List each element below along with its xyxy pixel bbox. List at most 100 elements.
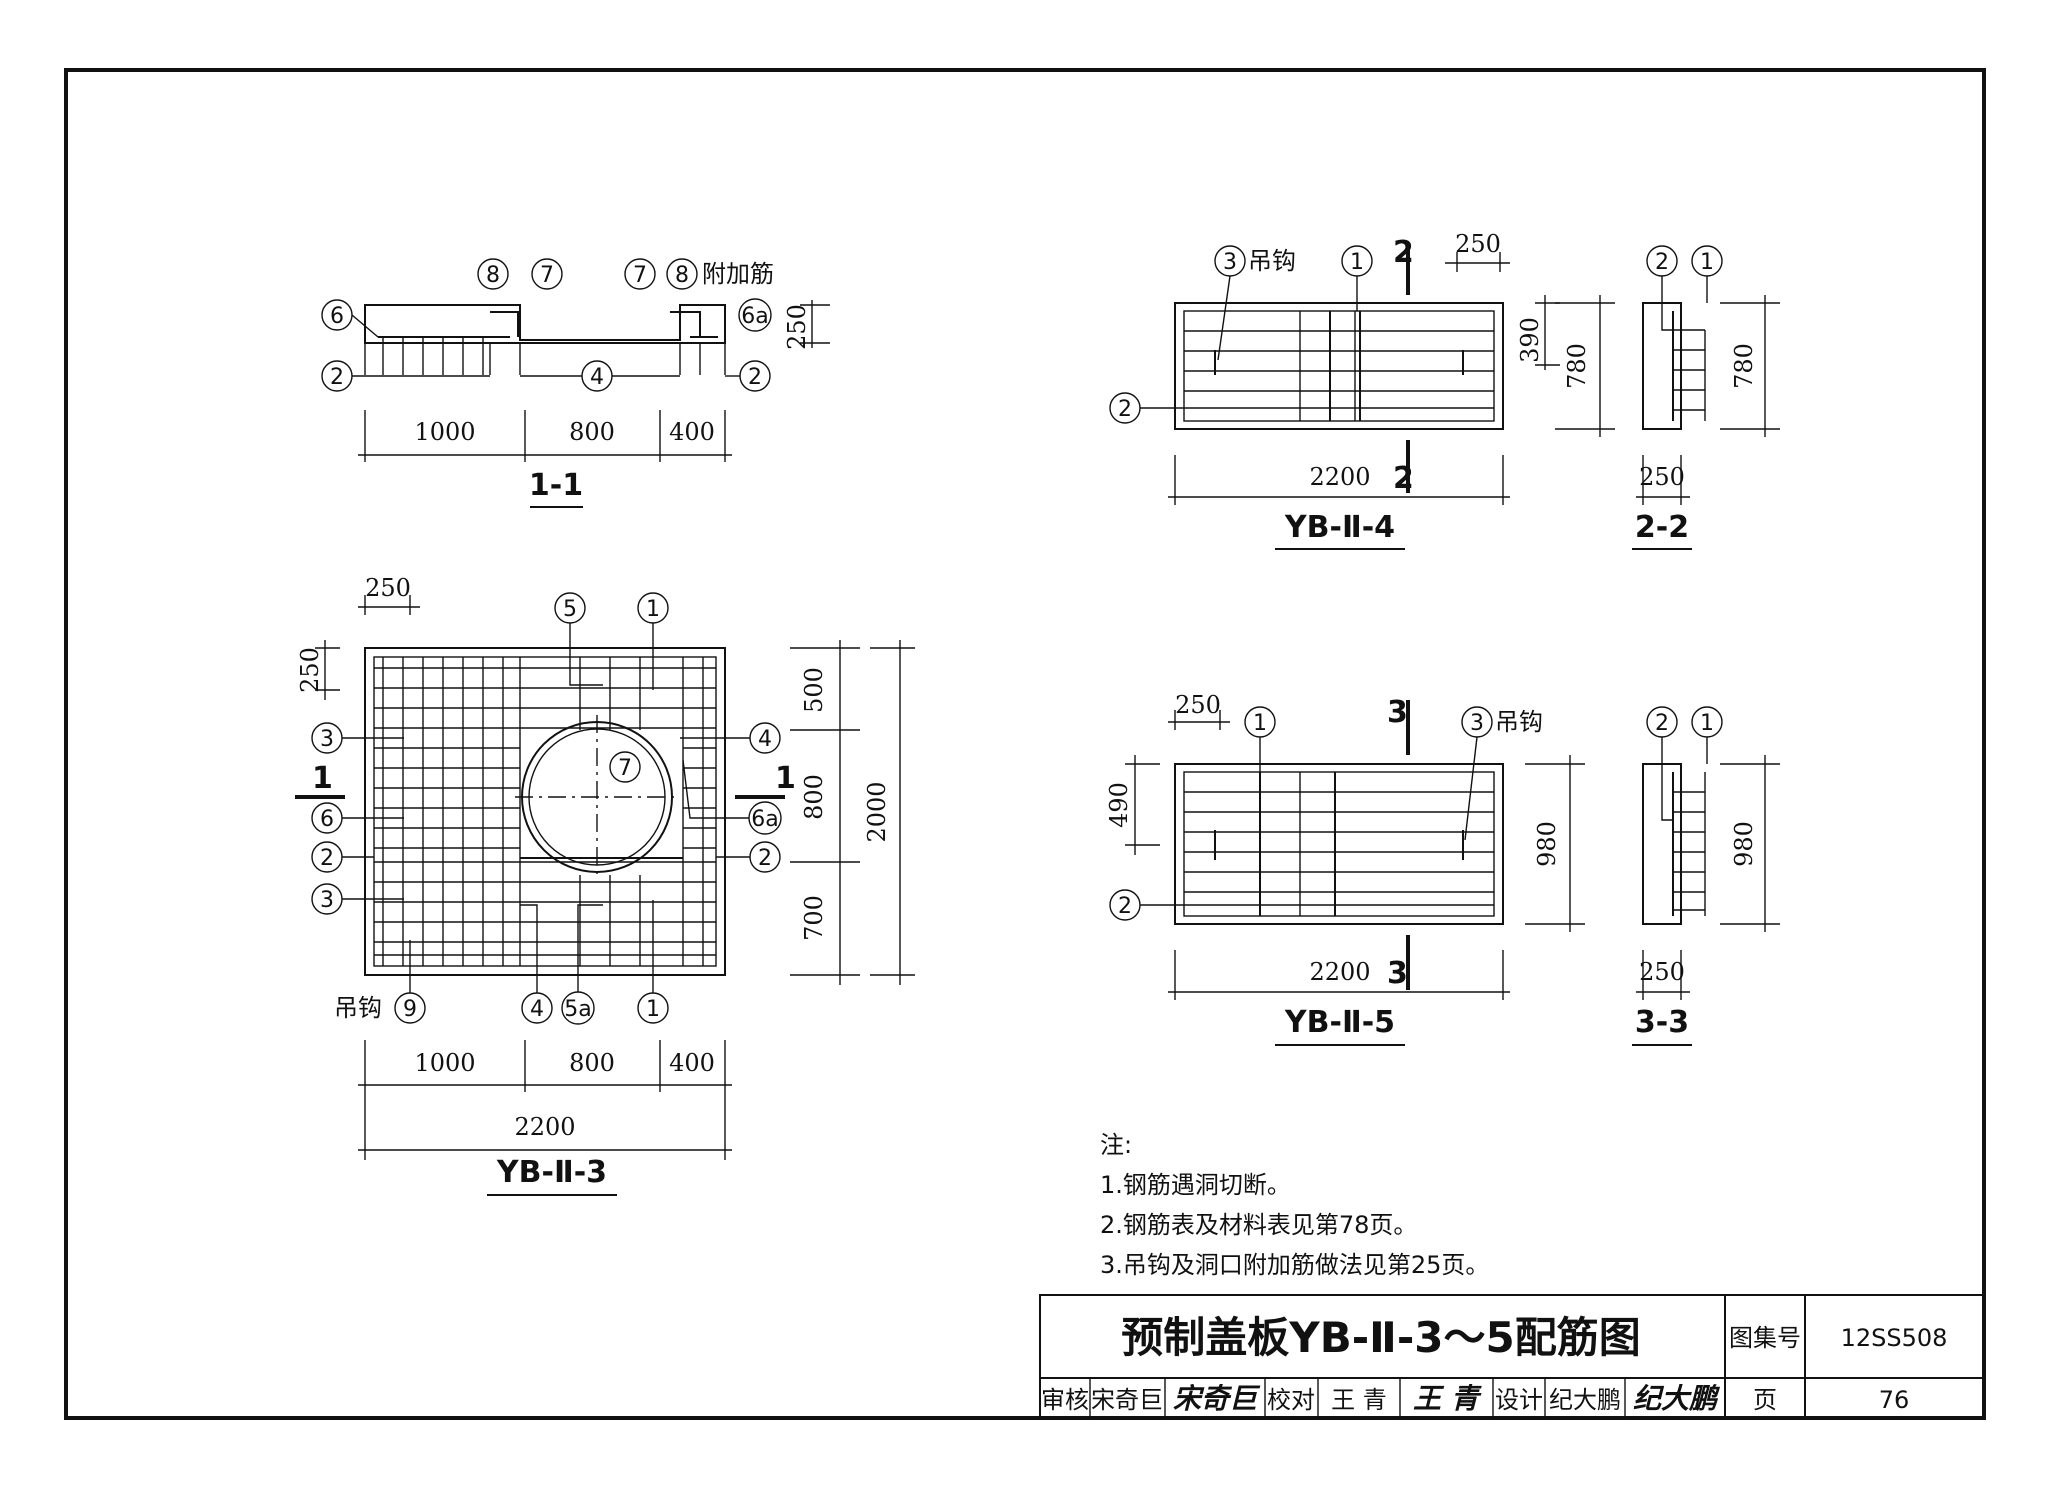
- svg-text:2: 2: [1655, 250, 1669, 275]
- callout-7-left: 7: [531, 258, 563, 290]
- callout-4-bottom: 4: [521, 992, 553, 1024]
- callout-2-s33: 2: [1646, 706, 1678, 738]
- plan-yb-ii-4: 2 2 3 吊钩 1 2 250 390 780 2200 YB-Ⅱ-4: [1109, 230, 1615, 550]
- callout-5a: 5a: [561, 991, 595, 1025]
- svg-text:8: 8: [486, 263, 500, 288]
- svg-text:3: 3: [1470, 711, 1484, 736]
- svg-text:2: 2: [320, 846, 334, 871]
- checker-signature: 王 青: [1413, 1382, 1482, 1415]
- callout-5: 5: [554, 592, 586, 624]
- section-title-3-3: 3-3: [1635, 1005, 1689, 1040]
- note-item: 1.钢筋遇洞切断。: [1100, 1171, 1291, 1199]
- section-mark-3-bottom: 3: [1387, 956, 1408, 991]
- svg-text:2: 2: [1118, 397, 1132, 422]
- callout-1-yb5: 1: [1244, 706, 1276, 738]
- dim-yb5-2200: 2200: [1309, 958, 1370, 986]
- section-mark-1-left: 1: [312, 761, 333, 796]
- callout-6a: 6a: [738, 298, 772, 332]
- dim-800: 800: [569, 418, 615, 446]
- atlas-label: 图集号: [1729, 1324, 1801, 1352]
- svg-text:8: 8: [675, 263, 689, 288]
- dim-bottom-400: 400: [669, 1049, 715, 1077]
- callout-2-left: 2: [321, 360, 353, 392]
- dim-bottom-1000: 1000: [414, 1049, 475, 1077]
- callout-6a-plan: 6a: [748, 801, 782, 835]
- callout-8-left: 8: [477, 258, 509, 290]
- callout-2-s22: 2: [1646, 245, 1678, 277]
- hook-label-yb4: 吊钩: [1248, 247, 1296, 275]
- dim-s22-780: 780: [1730, 343, 1758, 389]
- svg-text:3: 3: [320, 727, 334, 752]
- notes: 注: 1.钢筋遇洞切断。 2.钢筋表及材料表见第78页。 3.吊钩及洞口附加筋做…: [1100, 1125, 1489, 1285]
- title-block: 预制盖板YB-Ⅱ-3～5配筋图 图集号 12SS508 审核 宋奇巨 宋奇巨 校…: [1039, 1294, 1985, 1419]
- callout-7-plan: 7: [609, 751, 641, 783]
- dim-yb5-490: 490: [1105, 782, 1133, 828]
- atlas-number: 12SS508: [1841, 1324, 1948, 1352]
- designer-signature: 纪大鹏: [1633, 1382, 1720, 1415]
- dim-yb5-980: 980: [1533, 821, 1561, 867]
- page-label: 页: [1753, 1386, 1777, 1414]
- section-2-2: 2 1 780 250 2-2: [1632, 245, 1780, 550]
- dim-yb4-250: 250: [1455, 230, 1501, 258]
- rebar-grid: [374, 657, 716, 966]
- svg-text:5: 5: [563, 597, 577, 622]
- dim-right-500: 500: [800, 667, 828, 713]
- callout-1-bottom: 1: [637, 992, 669, 1024]
- section-3-3: 2 1 980 250 3-3: [1632, 706, 1780, 1046]
- callout-3-lower: 3: [311, 883, 343, 915]
- callout-2-plan-left: 2: [311, 841, 343, 873]
- callout-3-yb4: 3: [1214, 245, 1246, 277]
- svg-text:3: 3: [1223, 250, 1237, 275]
- checker-name: 王 青: [1331, 1386, 1387, 1414]
- callout-6-plan: 6: [311, 802, 343, 834]
- dim-bottom-2200: 2200: [514, 1113, 575, 1141]
- svg-text:1: 1: [1350, 250, 1364, 275]
- plan-yb-ii-3: 1 1 5 1 3 6 2 3 4 7 6a 2 吊钩 9 4 5a 1 250: [295, 574, 915, 1196]
- callout-6: 6: [321, 299, 353, 331]
- section-mark-2-bottom: 2: [1393, 461, 1414, 496]
- svg-text:7: 7: [540, 263, 554, 288]
- page-number: 76: [1879, 1386, 1910, 1414]
- plan-title-yb3: YB-Ⅱ-3: [496, 1155, 607, 1190]
- svg-text:2: 2: [1118, 894, 1132, 919]
- svg-text:7: 7: [618, 756, 632, 781]
- svg-text:7: 7: [633, 263, 647, 288]
- svg-text:6a: 6a: [741, 304, 768, 329]
- dim-400: 400: [669, 418, 715, 446]
- svg-text:9: 9: [403, 997, 417, 1022]
- notes-heading: 注:: [1100, 1131, 1133, 1159]
- review-label: 审核: [1041, 1386, 1089, 1414]
- callout-9: 9: [394, 992, 426, 1024]
- drawing-title: 预制盖板YB-Ⅱ-3～5配筋图: [1121, 1313, 1640, 1362]
- svg-text:4: 4: [590, 365, 604, 390]
- callout-1-s33: 1: [1691, 706, 1723, 738]
- dim-yb4-780: 780: [1563, 343, 1591, 389]
- section-mark-2-top: 2: [1393, 235, 1414, 270]
- svg-text:1: 1: [1253, 711, 1267, 736]
- dim-right-800: 800: [800, 774, 828, 820]
- plan-title-yb4: YB-Ⅱ-4: [1284, 510, 1395, 545]
- svg-text:6: 6: [320, 807, 334, 832]
- callout-7-right: 7: [624, 258, 656, 290]
- svg-text:4: 4: [758, 727, 772, 752]
- callout-2-yb5: 2: [1109, 889, 1141, 921]
- reviewer-name: 宋奇巨: [1091, 1386, 1163, 1414]
- svg-text:2: 2: [330, 365, 344, 390]
- callout-1-top: 1: [637, 592, 669, 624]
- dim-s22-250: 250: [1639, 463, 1685, 491]
- svg-text:4: 4: [530, 997, 544, 1022]
- dim-s33-980: 980: [1730, 821, 1758, 867]
- svg-text:2: 2: [1655, 711, 1669, 736]
- plan-title-yb5: YB-Ⅱ-5: [1284, 1005, 1395, 1040]
- callout-2-yb4: 2: [1109, 392, 1141, 424]
- reviewer-signature: 宋奇巨: [1173, 1382, 1261, 1415]
- callout-4-plan: 4: [749, 722, 781, 754]
- sheet-border: [64, 68, 1986, 1420]
- section-title-2-2: 2-2: [1635, 510, 1689, 545]
- svg-text:2: 2: [748, 365, 762, 390]
- dim-bottom-800: 800: [569, 1049, 615, 1077]
- svg-text:6: 6: [330, 304, 344, 329]
- designer-name: 纪大鹏: [1549, 1386, 1621, 1414]
- dim-right-2000: 2000: [863, 781, 891, 842]
